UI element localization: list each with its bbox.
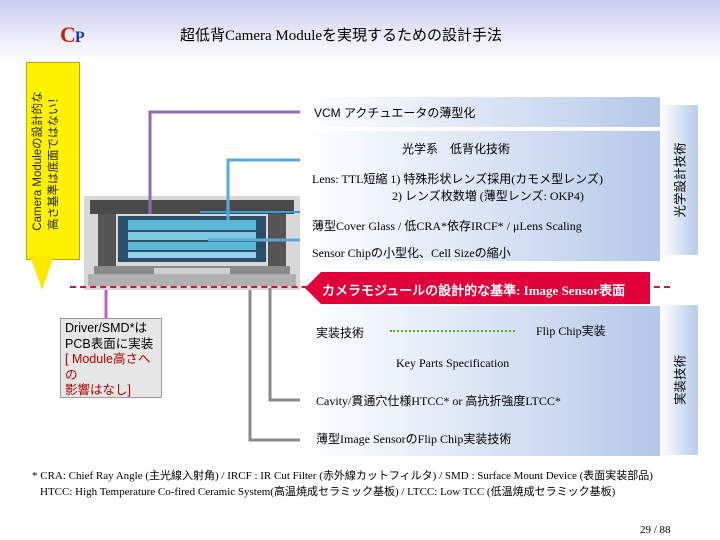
vcm-text: VCM アクチュエータの薄型化 (314, 106, 476, 120)
lens-line2: 2) レンズ枚数増 (薄型レンズ: OKP4) (392, 189, 584, 203)
mounting-band: 実装技術 Flip Chip実装 Key Parts Specification… (300, 306, 660, 456)
note-line3: [ Module高さへの (65, 352, 151, 382)
sensor-chip-text: Sensor Chipの小型化、Cell Sizeの縮小 (312, 246, 511, 260)
optics-heading: 光学系 低背化技術 (402, 142, 511, 156)
key-parts-text: Key Parts Specification (396, 356, 510, 370)
thin-sensor-text: 薄型Image SensorのFlip Chip実装技術 (316, 432, 512, 446)
dotted-connector (390, 330, 515, 332)
page-number: 29 / 88 (640, 524, 671, 536)
note-line1: Driver/SMD*は (65, 321, 147, 335)
criterion-text: カメラモジュールの設計的な基準: Image Sensor表面 (322, 283, 626, 298)
footnote-line2: HTCC: High Temperature Co-fired Ceramic … (40, 486, 616, 498)
down-arrow-icon (30, 256, 54, 290)
flip-chip-text: Flip Chip実装 (536, 324, 606, 338)
header-band (0, 0, 720, 62)
cover-glass-text: 薄型Cover Glass / 低CRA*依存IRCF* / μLens Sca… (312, 219, 582, 233)
mounting-tech-text: 実装技術 (316, 326, 365, 340)
cavity-text: Cavity/貫通穴仕様HTCC* or 高抗折強度LTCC* (316, 394, 561, 408)
mounting-tech-bar: 実装技術 (660, 305, 698, 455)
lens-line1: Lens: TTL短縮 1) 特殊形状レンズ採用(カモメ型レンズ) (312, 172, 603, 186)
logo-accent: P (74, 29, 85, 46)
footnote: * CRA: Chief Ray Angle (主光線入射角) / IRCF :… (32, 468, 702, 500)
optics-band: 光学系 低背化技術 Lens: TTL短縮 1) 特殊形状レンズ採用(カモメ型レ… (300, 131, 660, 261)
vcm-band: VCM アクチュエータの薄型化 (300, 97, 660, 127)
height-reference-label: Camera Moduleの設計的な 高さ基準は底面ではない！ (26, 62, 80, 260)
criterion-arrow (305, 272, 650, 304)
note-line4: 影響はなし] (65, 383, 131, 397)
logo: CP (60, 22, 85, 48)
driver-note-box: Driver/SMD*は PCB表面に実装 [ Module高さへの 影響はなし… (60, 318, 162, 398)
camera-module-illustration (84, 196, 300, 290)
footnote-line1: * CRA: Chief Ray Angle (主光線入射角) / IRCF :… (32, 470, 653, 482)
note-line2: PCB表面に実装 (65, 336, 154, 351)
logo-main: C (60, 22, 76, 47)
optical-design-bar: 光学設計技術 (660, 105, 698, 255)
page-title: 超低背Camera Moduleを実現するための設計手法 (180, 28, 503, 44)
